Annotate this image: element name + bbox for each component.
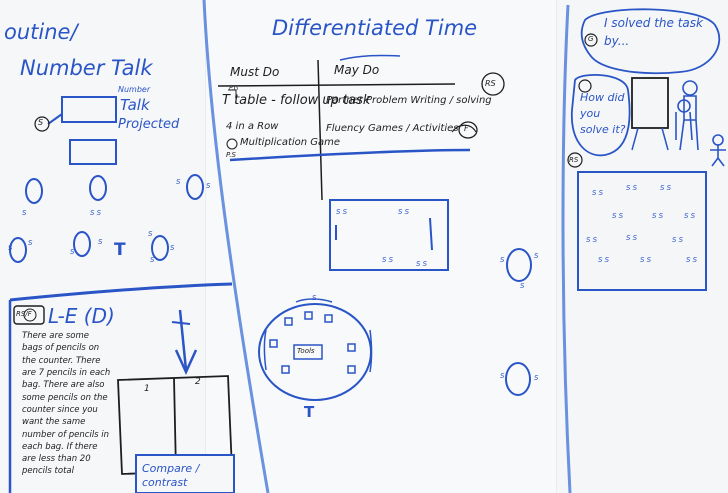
may-do-item-2: Fluency Games / Activities <box>326 123 459 134</box>
svg-text:S S: S S <box>598 256 610 264</box>
svg-text:S: S <box>98 238 103 246</box>
f-badge-center: F <box>464 124 469 133</box>
badge-rs-right: RS <box>569 156 579 164</box>
speech-bubble-text: I solved the task by... <box>604 16 703 48</box>
may-do-item-1: Partner Problem Writing / solving <box>326 95 492 106</box>
le-title: L-E (D) <box>48 304 115 328</box>
teacher-marker-center: T <box>304 403 315 421</box>
question-bubble <box>571 74 631 157</box>
svg-text:S: S <box>22 209 27 217</box>
svg-text:S S: S S <box>652 212 664 220</box>
svg-text:S S: S S <box>640 256 652 264</box>
tools-label: Tools <box>297 347 315 355</box>
must-do-item-3: Multiplication Game <box>240 137 341 148</box>
student-figures <box>675 80 726 167</box>
svg-text:S S: S S <box>612 212 624 220</box>
routine-title: outine/ <box>4 20 78 44</box>
box-label-1: 1 <box>144 384 150 394</box>
must-do-item-1: T table - follow up task <box>222 93 371 108</box>
svg-text:S: S <box>500 256 505 264</box>
svg-text:S S: S S <box>416 260 428 268</box>
student-tables-left <box>9 174 204 263</box>
rs-badge-center: RS <box>485 79 496 88</box>
svg-text:S S: S S <box>626 234 638 242</box>
student-tables-center <box>505 248 532 396</box>
compare-contrast-label: Compare / contrast <box>142 462 200 490</box>
svg-text:S S: S S <box>398 208 410 216</box>
svg-text:S: S <box>150 256 155 264</box>
speech-bubble <box>580 8 721 75</box>
svg-text:S S: S S <box>660 184 672 192</box>
svg-text:S: S <box>170 244 175 252</box>
number-label: Number <box>118 85 151 94</box>
svg-text:S: S <box>28 239 33 247</box>
svg-text:S S: S S <box>626 184 638 192</box>
svg-text:S S: S S <box>336 208 348 216</box>
svg-text:S S: S S <box>684 212 696 220</box>
word-problem-text: There are some bags of pencils on the co… <box>22 331 111 477</box>
svg-text:S S: S S <box>382 256 394 264</box>
rs-f-badge: RS/F <box>16 310 32 318</box>
question-bubble-text: How did you solve it? <box>580 91 626 136</box>
svg-text:S S: S S <box>592 189 604 197</box>
ps-label: P.S <box>226 151 236 159</box>
easel-board <box>631 77 669 129</box>
number-talk-box <box>61 96 117 123</box>
badge-g: G <box>588 35 594 43</box>
differentiated-time-title: Differentiated Time <box>272 16 478 40</box>
projected-label: Projected <box>118 117 180 132</box>
s-badge: S <box>38 118 44 127</box>
partner-tables-right <box>577 171 707 291</box>
talk-label: Talk <box>120 96 150 114</box>
svg-text:S S: S S <box>672 236 684 244</box>
may-do-header: May Do <box>334 63 380 77</box>
svg-text:S: S <box>206 182 211 190</box>
svg-text:S: S <box>176 178 181 186</box>
svg-text:S S: S S <box>586 236 598 244</box>
svg-text:S: S <box>500 372 505 380</box>
projected-box <box>69 139 117 165</box>
svg-text:S: S <box>312 294 317 302</box>
compare-contrast-box <box>135 454 235 493</box>
svg-text:S: S <box>148 230 153 238</box>
svg-text:S: S <box>520 282 525 290</box>
box-label-2: 2 <box>195 377 201 387</box>
svg-text:S: S <box>534 252 539 260</box>
teacher-marker-left: T <box>114 240 126 260</box>
number-talk-title: Number Talk <box>20 56 153 80</box>
svg-text:S: S <box>8 244 13 252</box>
must-do-header: Must Do <box>230 65 280 79</box>
pg-label: P.G <box>229 85 239 92</box>
svg-text:S S: S S <box>686 256 698 264</box>
svg-text:S: S <box>534 374 539 382</box>
partner-tables-area <box>329 199 449 271</box>
svg-text:S S: S S <box>90 209 102 217</box>
small-group-table <box>258 298 373 401</box>
svg-text:S: S <box>70 248 75 256</box>
must-do-item-2: 4 in a Row <box>226 121 279 132</box>
